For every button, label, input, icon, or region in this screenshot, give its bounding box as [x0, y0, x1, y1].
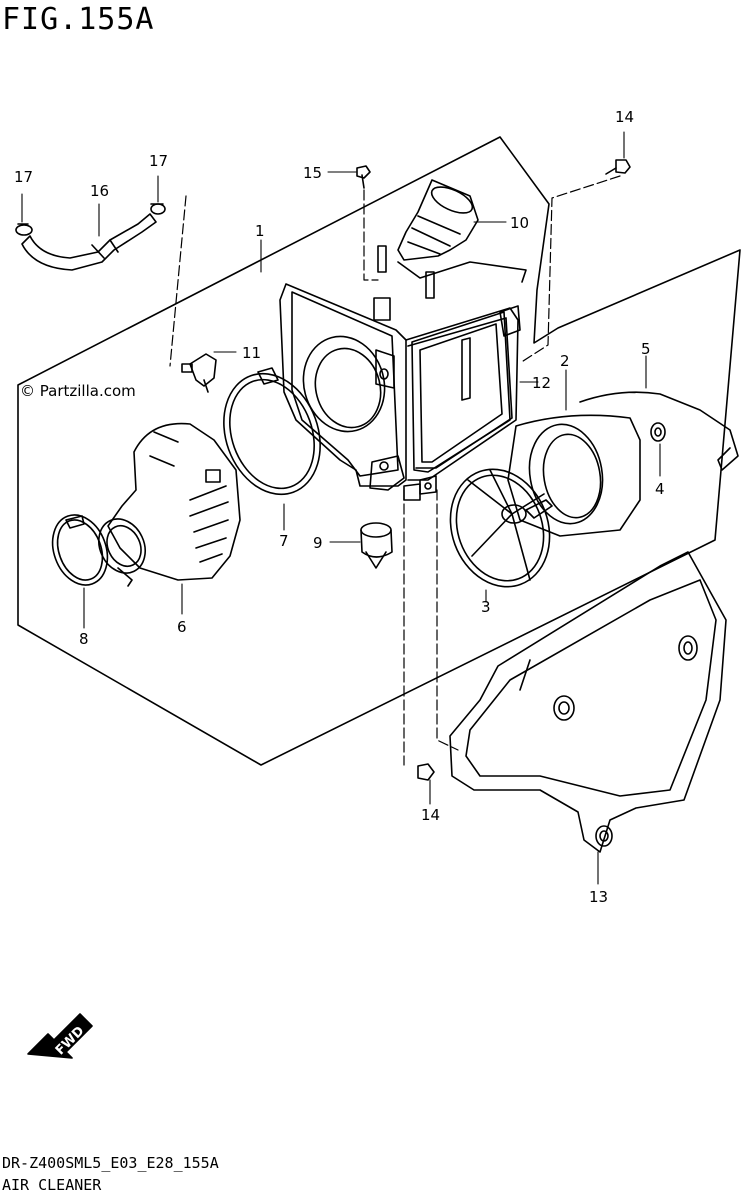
callout: 1 — [255, 222, 265, 240]
callout: 4 — [655, 480, 665, 498]
wire — [579, 391, 739, 471]
figure-title: FIG.155A — [2, 2, 155, 37]
forward-arrow: FWD — [27, 1013, 93, 1059]
studs — [373, 245, 435, 321]
callout-labels: 1 2 3 4 5 6 7 8 9 10 11 12 13 14 14 15 1… — [14, 108, 665, 906]
figure-name: AIR CLEANER — [2, 1176, 102, 1194]
air-cleaner-element — [223, 367, 321, 496]
drain-plug — [360, 522, 393, 569]
case-gasket — [407, 317, 513, 469]
bolt-15 — [356, 165, 371, 189]
leader-lines — [21, 131, 661, 885]
callout: 13 — [589, 888, 608, 906]
callout: 10 — [510, 214, 529, 232]
side-cover — [449, 551, 727, 853]
element-cage — [449, 468, 553, 588]
callout: 8 — [79, 630, 89, 648]
figure-code: DR-Z400SML5_E03_E28_155A — [2, 1154, 219, 1172]
hose-clip — [15, 224, 33, 236]
callout: 14 — [615, 108, 634, 126]
callout: 14 — [421, 806, 440, 824]
callout: 3 — [481, 598, 491, 616]
callout: 16 — [90, 182, 109, 200]
bolt-14-upper — [605, 159, 631, 175]
bolt-14-lower — [417, 763, 435, 781]
callout: 9 — [313, 534, 323, 552]
watermark: © Partzilla.com — [20, 382, 136, 400]
inlet-duct — [397, 179, 527, 283]
hose-clip — [150, 203, 166, 215]
outlet-tube — [98, 422, 241, 587]
breather-hose-group — [15, 203, 166, 271]
callout: 6 — [177, 618, 187, 636]
air-cleaner-cap — [507, 414, 641, 537]
clamp — [51, 514, 109, 586]
callout: 11 — [242, 344, 261, 362]
callout: 15 — [303, 164, 322, 182]
callout: 17 — [149, 152, 168, 170]
grommet — [650, 422, 666, 442]
assembly-boundary — [17, 136, 741, 766]
callout: 12 — [532, 374, 551, 392]
breather-hose — [21, 213, 157, 271]
joint — [181, 353, 217, 393]
callout: 2 — [560, 352, 570, 370]
callout: 5 — [641, 340, 651, 358]
callout: 17 — [14, 168, 33, 186]
callout: 7 — [279, 532, 289, 550]
